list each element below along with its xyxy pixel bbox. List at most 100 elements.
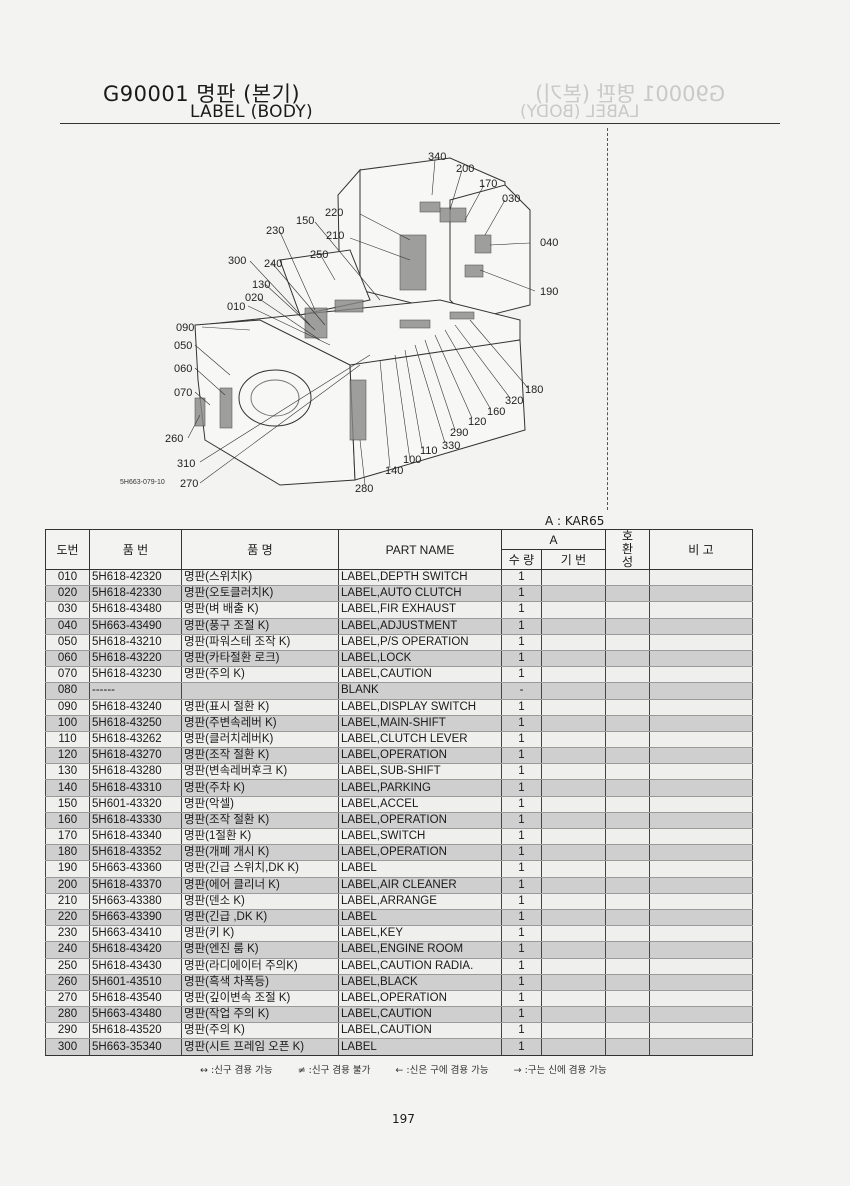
cell-name-ko: 명판(오토클러치K): [181, 585, 339, 603]
compatibility-legend: ↔ :신구 겸용 가능 ≠ :신구 겸용 불가 ← :신은 구에 겸용 가능 →…: [200, 1062, 629, 1076]
callout-050: 050: [174, 340, 192, 352]
callout-110: 110: [420, 445, 438, 457]
label-patch: [399, 319, 431, 329]
cell-qty: 1: [501, 941, 542, 959]
header-qty: 수 량: [501, 549, 542, 570]
cell-base: [540, 731, 607, 749]
callout-270: 270: [180, 478, 198, 490]
header-part-no: 품 번: [89, 529, 182, 570]
bleed-through-subtitle: LABEL (BODY): [520, 102, 640, 122]
callout-140: 140: [385, 465, 403, 477]
label-patch: [194, 397, 206, 427]
cell-part-name: LABEL,OPERATION: [338, 747, 502, 765]
cell-name-ko: 명판(키 K): [181, 925, 339, 943]
cell-name-ko: 명판(클러치레버K): [181, 731, 339, 749]
callout-320: 320: [505, 395, 523, 407]
cell-ref-no: 170: [45, 828, 90, 846]
cell-compat: [605, 941, 651, 959]
section-title: G90001 명판 (본기): [103, 82, 301, 106]
cell-base: [540, 877, 607, 894]
cell-name-ko: 명판(표시 절환 K): [181, 699, 339, 716]
cell-base: [540, 941, 607, 959]
cell-part-name: LABEL,SUB-SHIFT: [338, 763, 502, 781]
cell-name-ko: 명판(엔진 룸 K): [181, 941, 339, 959]
cell-ref-no: 210: [45, 893, 90, 910]
cell-part-name: LABEL: [338, 1038, 502, 1056]
cell-name-ko: 명판(깊이변속 조절 K): [181, 990, 339, 1008]
cell-part-name: LABEL,BLACK: [338, 974, 502, 991]
cell-part-no: 5H618-43310: [89, 779, 182, 797]
cell-remark: [649, 844, 754, 862]
parts-diagram: 340 200 170 030 220 150 230 210 040 250 …: [120, 151, 558, 495]
cell-qty: 1: [501, 779, 542, 797]
cell-base: [540, 812, 607, 830]
cell-part-name: LABEL,CLUTCH LEVER: [338, 731, 502, 749]
cell-base: [540, 779, 607, 797]
callout-040: 040: [540, 237, 558, 249]
cell-part-name: LABEL: [338, 860, 502, 878]
cell-part-no: 5H663-35340: [89, 1038, 182, 1056]
cell-ref-no: 230: [45, 925, 90, 943]
label-patch: [334, 299, 364, 313]
cell-part-no: 5H618-43230: [89, 666, 182, 684]
cell-compat: [605, 893, 651, 910]
title-rule: [60, 123, 780, 124]
cell-ref-no: 180: [45, 844, 90, 862]
header-name-ko: 품 명: [181, 529, 339, 570]
cell-compat: [605, 812, 651, 830]
cell-part-no: 5H618-42330: [89, 585, 182, 603]
callout-090: 090: [176, 322, 194, 334]
callout-130: 130: [252, 279, 270, 291]
cell-compat: [605, 682, 651, 700]
cell-name-ko: 명판(주의 K): [181, 1022, 339, 1040]
cell-name-ko: 명판(라디에이터 주의K): [181, 958, 339, 975]
cell-name-ko: 명판(벼 배출 K): [181, 601, 339, 619]
cell-qty: 1: [501, 763, 542, 781]
cell-ref-no: 080: [45, 682, 90, 700]
cell-part-name: LABEL,ACCEL: [338, 796, 502, 813]
callout-330: 330: [442, 440, 460, 452]
cell-part-no: 5H618-43240: [89, 699, 182, 716]
cell-part-no: 5H618-43220: [89, 650, 182, 668]
cell-remark: [649, 1038, 754, 1056]
cell-qty: 1: [501, 650, 542, 668]
cell-part-name: LABEL,PARKING: [338, 779, 502, 797]
cell-base: [540, 844, 607, 862]
cell-part-no: 5H618-42320: [89, 569, 182, 587]
cell-part-no: 5H618-43370: [89, 877, 182, 894]
cell-compat: [605, 650, 651, 668]
callout-260: 260: [165, 433, 183, 445]
cell-part-no: ------: [89, 682, 182, 700]
cell-part-name: LABEL,MAIN-SHIFT: [338, 715, 502, 732]
cell-compat: [605, 958, 651, 975]
cell-part-no: 5H663-43360: [89, 860, 182, 878]
cell-compat: [605, 909, 651, 927]
cell-ref-no: 260: [45, 974, 90, 991]
callout-060: 060: [174, 363, 192, 375]
cell-part-no: 5H618-43420: [89, 941, 182, 959]
callout-210: 210: [326, 230, 344, 242]
legend-item: → :구는 신에 겸용 가능: [513, 1065, 607, 1076]
cell-part-no: 5H618-43352: [89, 844, 182, 862]
cell-part-no: 5H663-43390: [89, 909, 182, 927]
cell-base: [540, 601, 607, 619]
cell-ref-no: 270: [45, 990, 90, 1008]
cell-base: [540, 715, 607, 732]
cell-part-name: LABEL,LOCK: [338, 650, 502, 668]
cell-part-name: LABEL: [338, 909, 502, 927]
cell-ref-no: 090: [45, 699, 90, 716]
cell-qty: 1: [501, 893, 542, 910]
cell-ref-no: 050: [45, 634, 90, 651]
cell-compat: [605, 1006, 651, 1024]
cell-compat: [605, 974, 651, 991]
cell-ref-no: 030: [45, 601, 90, 619]
cell-part-no: 5H618-43280: [89, 763, 182, 781]
cell-ref-no: 110: [45, 731, 90, 749]
